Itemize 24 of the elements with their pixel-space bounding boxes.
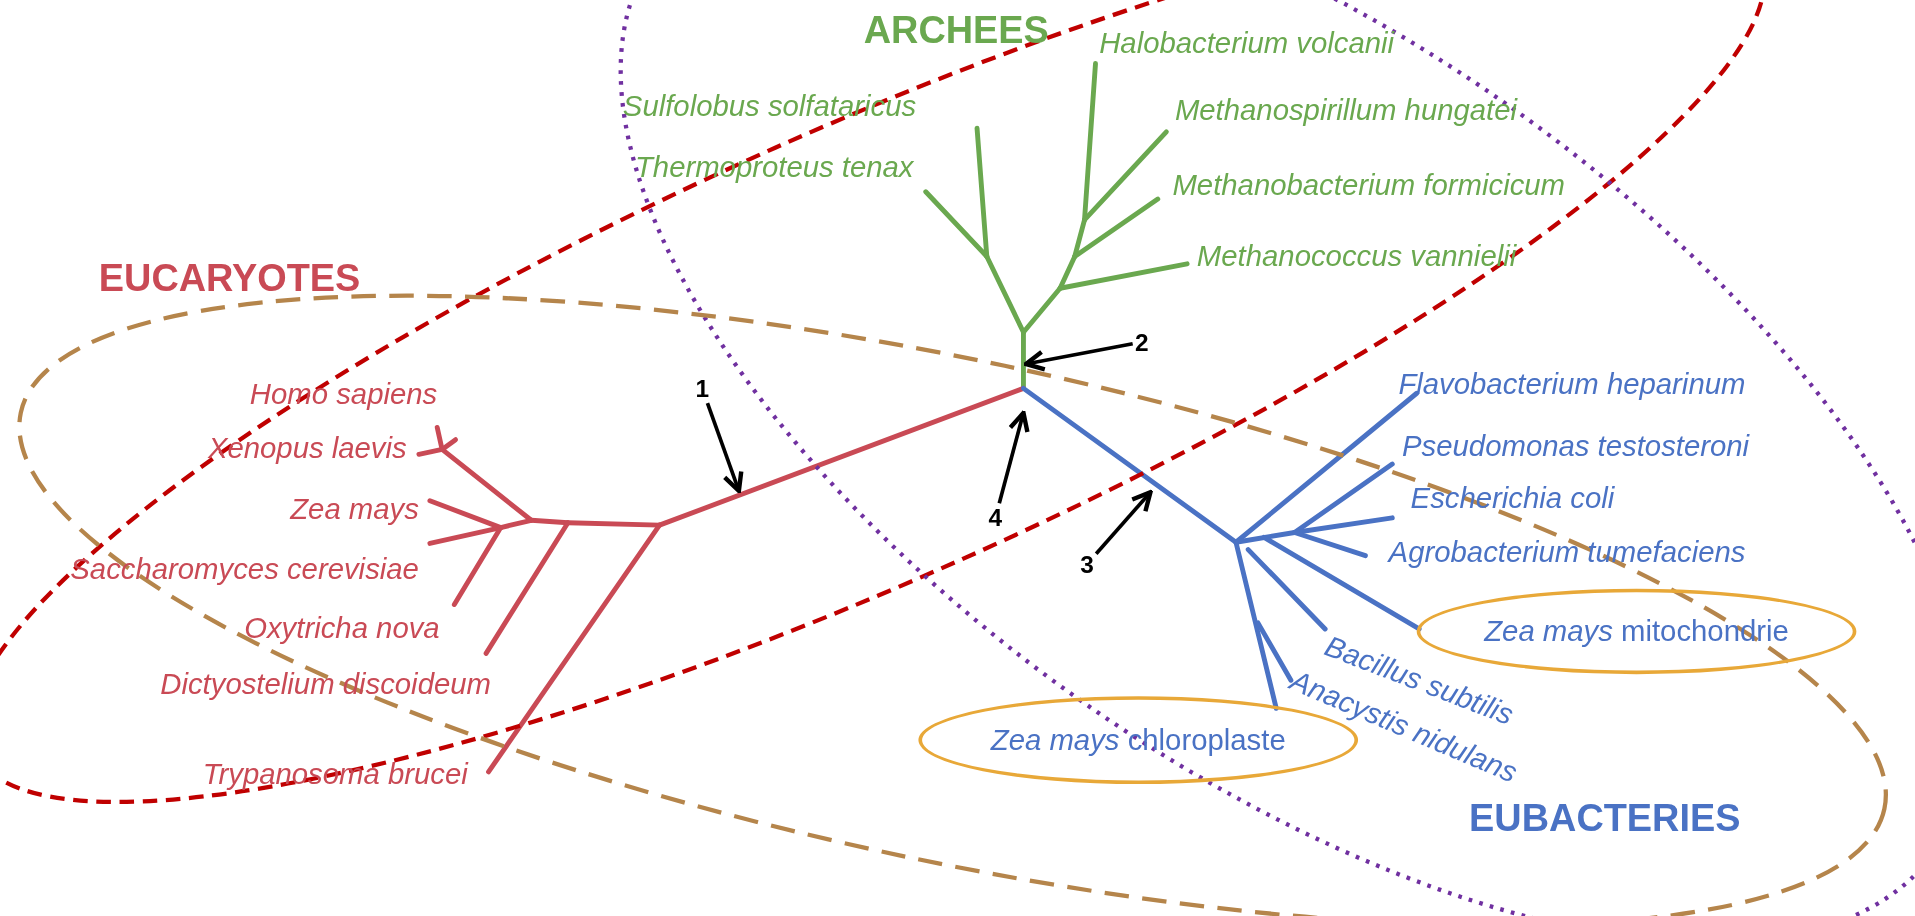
group-heading: ARCHEES xyxy=(863,11,1049,50)
callout-number: 2 xyxy=(1135,329,1149,355)
species-name: Pseudomonas testosteroni xyxy=(1402,431,1750,461)
group-heading: EUCARYOTES xyxy=(98,259,361,298)
species-name: Saccharomyces cerevisiae xyxy=(70,554,419,584)
arrow xyxy=(705,402,744,494)
species-name: Methanospirillum hungatei xyxy=(1174,95,1518,125)
species-name: Zea mays xyxy=(290,494,419,524)
arrow xyxy=(997,410,1030,504)
species-name: Flavobacterium heparinum xyxy=(1398,370,1746,400)
species-name: Halobacterium volcanii xyxy=(1099,28,1395,58)
group-heading: EUBACTERIES xyxy=(1469,799,1741,838)
arrow xyxy=(1023,341,1134,372)
species-name: Dictyostelium discoideum xyxy=(160,669,491,699)
species-name: Homo sapiens xyxy=(249,379,438,410)
callout-number: 3 xyxy=(1080,552,1094,577)
species-name: Xenopus laevis xyxy=(207,433,407,463)
callout-number: 4 xyxy=(988,505,1003,531)
species-name: Agrobacterium tumefaciens xyxy=(1388,537,1746,567)
species-name: Methanococcus vannielii xyxy=(1196,241,1517,272)
species-name: Methanobacterium formicicum xyxy=(1172,171,1566,201)
callout-number: 1 xyxy=(695,376,710,401)
arrow xyxy=(1094,490,1153,555)
species-name: Oxytricha nova xyxy=(244,613,440,643)
